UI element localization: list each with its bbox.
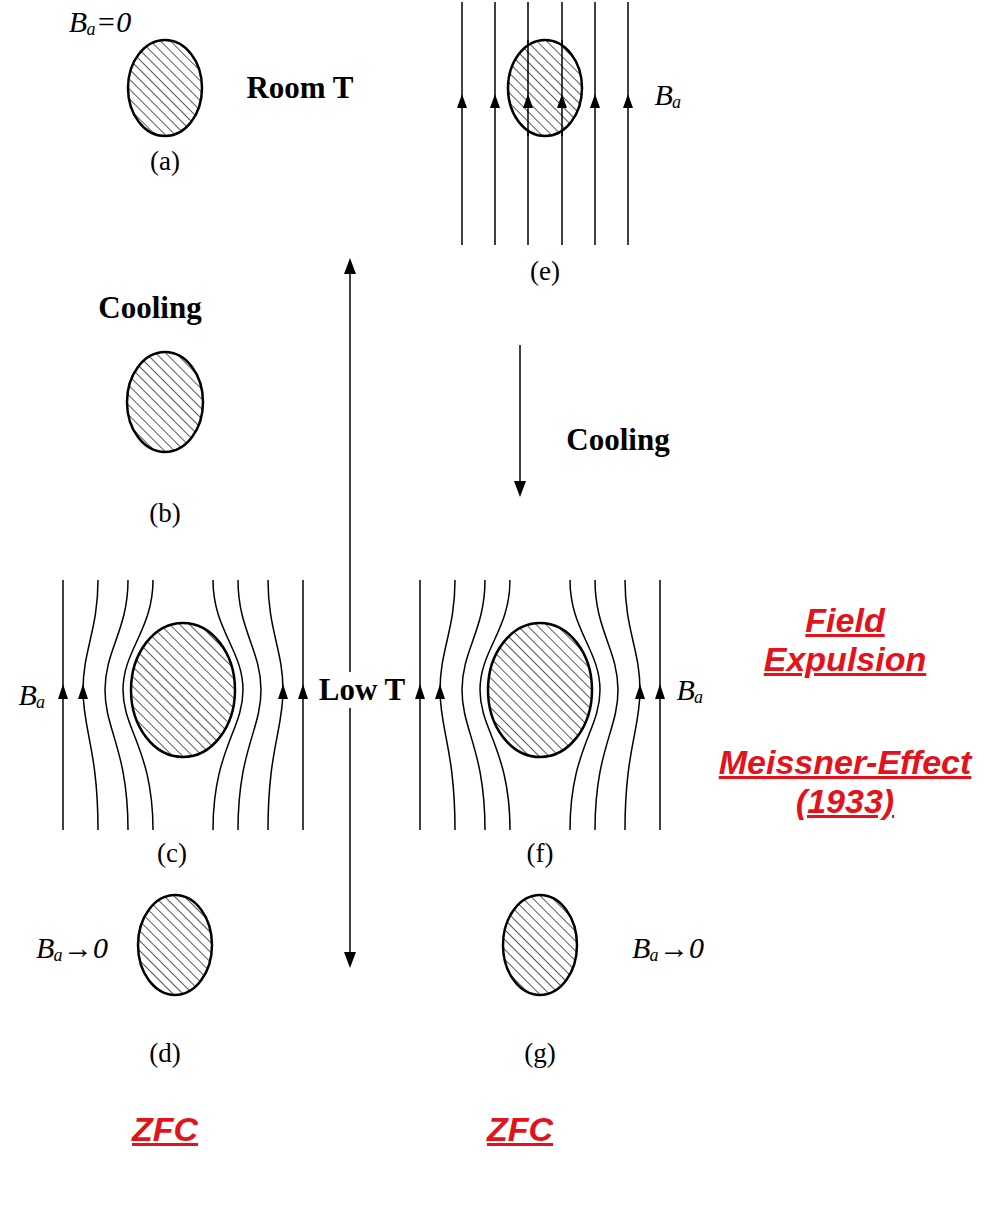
state-label: Room T xyxy=(246,70,353,106)
sample-ellipse xyxy=(508,40,582,136)
field-lines xyxy=(462,2,628,245)
panel-letter: (c) xyxy=(157,838,187,869)
sample-ellipse xyxy=(503,895,577,995)
field-symbol: Bₐ→0 xyxy=(632,931,704,966)
superconductor-ellipse xyxy=(131,623,235,757)
field-symbol: Bₐ=0 xyxy=(69,5,131,40)
annotation-title: Field Expulsion xyxy=(730,601,960,679)
annotation-title: Meissner-Effect (1933) xyxy=(707,743,983,821)
cooling-arrow xyxy=(514,345,526,497)
field-symbol: Bₐ→0 xyxy=(36,931,108,966)
superconductor-ellipse xyxy=(488,623,592,757)
panel-letter: (e) xyxy=(530,256,560,287)
sample-ellipse xyxy=(128,40,202,136)
field-lines-over xyxy=(528,40,562,136)
process-label: Cooling xyxy=(98,290,201,326)
expelled-field-lines xyxy=(63,580,303,830)
expelled-field-lines xyxy=(420,580,660,830)
field-arrowheads xyxy=(457,94,633,108)
panel-letter: (a) xyxy=(150,146,180,177)
field-symbol: Bₐ xyxy=(654,78,681,113)
panel-letter: (g) xyxy=(524,1038,555,1069)
panel-letter: (f) xyxy=(527,838,554,869)
panel-letter: (d) xyxy=(149,1038,180,1069)
panel-letter: (b) xyxy=(149,498,180,529)
process-label: Cooling xyxy=(566,422,669,458)
protocol-label: ZFC xyxy=(487,1110,553,1149)
state-label: Low T xyxy=(315,672,409,708)
temperature-arrow xyxy=(344,258,356,968)
sample-ellipse xyxy=(127,352,203,452)
field-symbol: Bₐ xyxy=(676,673,703,708)
sample-ellipse xyxy=(138,895,212,995)
field-symbol: Bₐ xyxy=(18,678,45,713)
protocol-label: ZFC xyxy=(132,1110,198,1149)
